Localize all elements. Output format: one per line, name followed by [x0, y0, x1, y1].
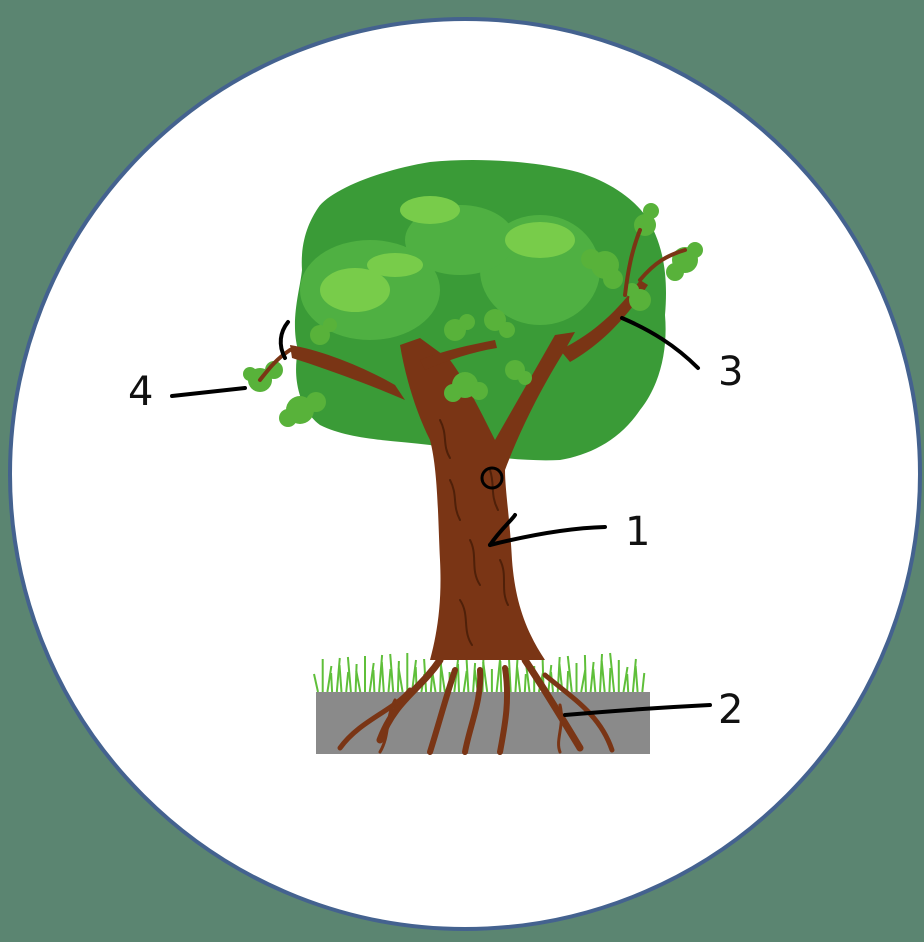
grass-blade	[567, 671, 568, 692]
grass-blade	[331, 673, 332, 692]
grass-blade	[356, 664, 357, 692]
grass-blade	[585, 655, 586, 692]
grass-blade	[609, 668, 610, 692]
label-roots: 2	[718, 687, 743, 733]
label-leaves: 4	[128, 369, 153, 415]
label-trunk: 1	[625, 509, 650, 555]
grass-blade	[525, 674, 526, 692]
grass-blade	[500, 661, 501, 692]
grass-blade	[398, 661, 399, 692]
label-branch: 3	[718, 349, 743, 395]
grass-blade	[458, 664, 459, 692]
grass-blade	[627, 674, 628, 692]
grass-blade	[373, 670, 374, 692]
